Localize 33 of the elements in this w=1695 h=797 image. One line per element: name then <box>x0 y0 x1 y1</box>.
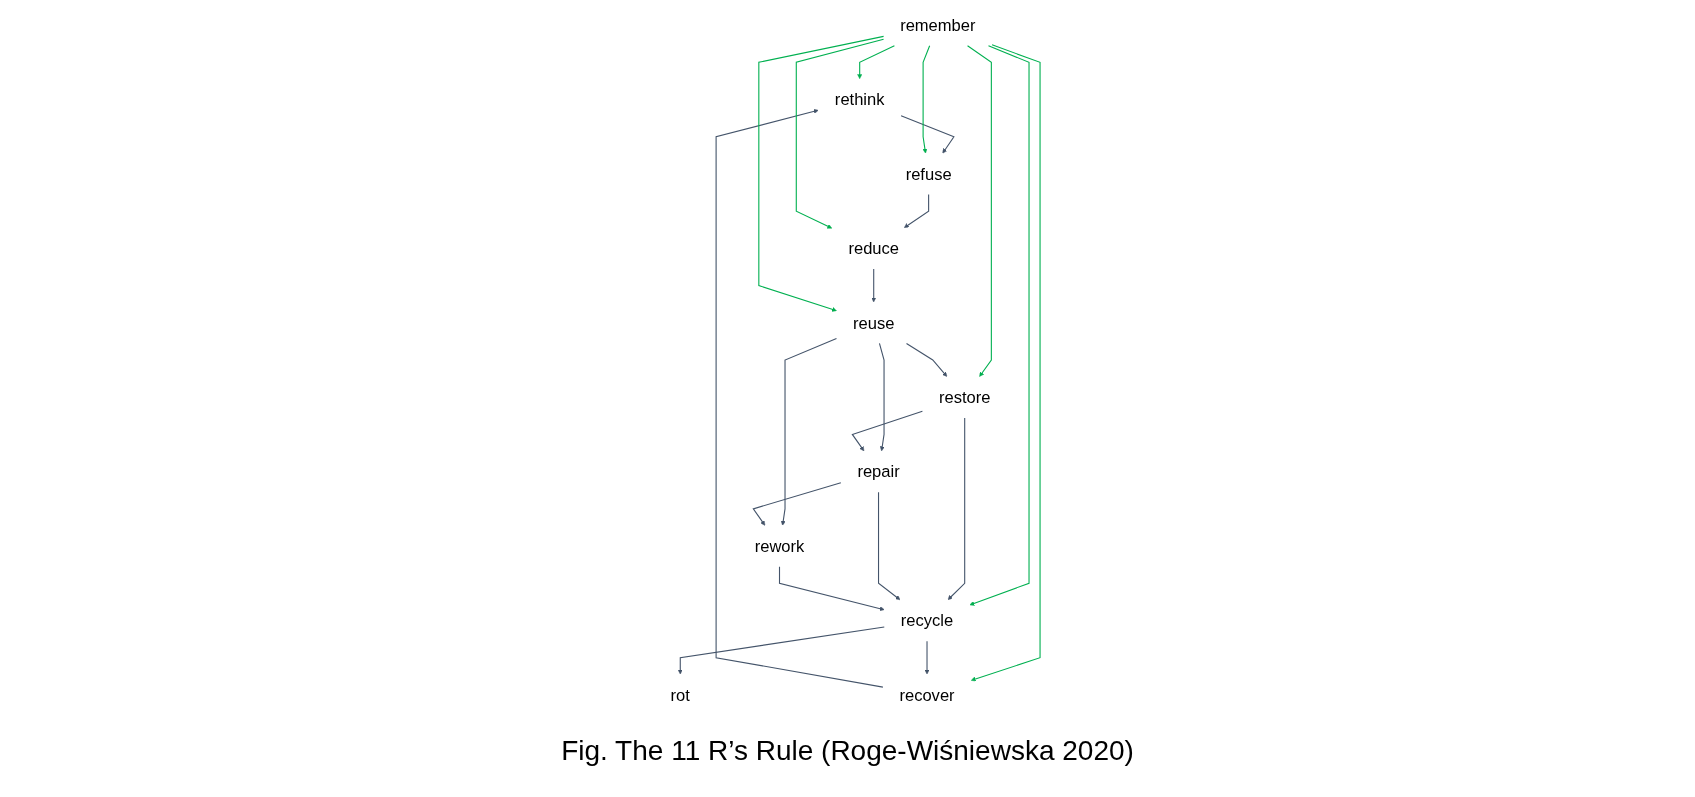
arrow <box>678 626 886 675</box>
node-text: recover <box>899 685 956 705</box>
arrow <box>857 45 896 80</box>
node-text: remember <box>900 15 976 35</box>
node-text: rot <box>671 685 691 705</box>
figure-caption: Fig. The 11 R’s Rule (Roge-Wiśniewska 2020) <box>560 735 1135 767</box>
node-text: repair <box>857 462 901 481</box>
node-text: rework <box>755 536 805 556</box>
arrow <box>871 268 877 303</box>
arrow <box>878 491 901 601</box>
arrow <box>900 115 956 154</box>
arrow <box>967 45 993 377</box>
node-text: reuse <box>853 313 895 332</box>
arrow <box>904 194 930 228</box>
node-text: reduce <box>848 239 900 258</box>
arrow <box>879 342 886 452</box>
arrow <box>758 35 885 312</box>
node-text: restore <box>939 388 991 407</box>
arrow <box>781 337 838 526</box>
arrow <box>851 410 924 452</box>
arrow <box>925 640 930 675</box>
node-text: recycle <box>901 611 954 630</box>
arrow <box>779 566 885 611</box>
arrow <box>971 44 1042 682</box>
arrow <box>752 482 842 526</box>
arrow <box>716 109 884 688</box>
node-text: refuse <box>906 164 953 184</box>
arrow <box>922 45 931 154</box>
arrow <box>906 342 948 377</box>
arrow <box>796 38 885 229</box>
node-text: rethink <box>835 90 885 109</box>
arrow <box>969 45 1030 606</box>
arrow <box>948 417 966 601</box>
